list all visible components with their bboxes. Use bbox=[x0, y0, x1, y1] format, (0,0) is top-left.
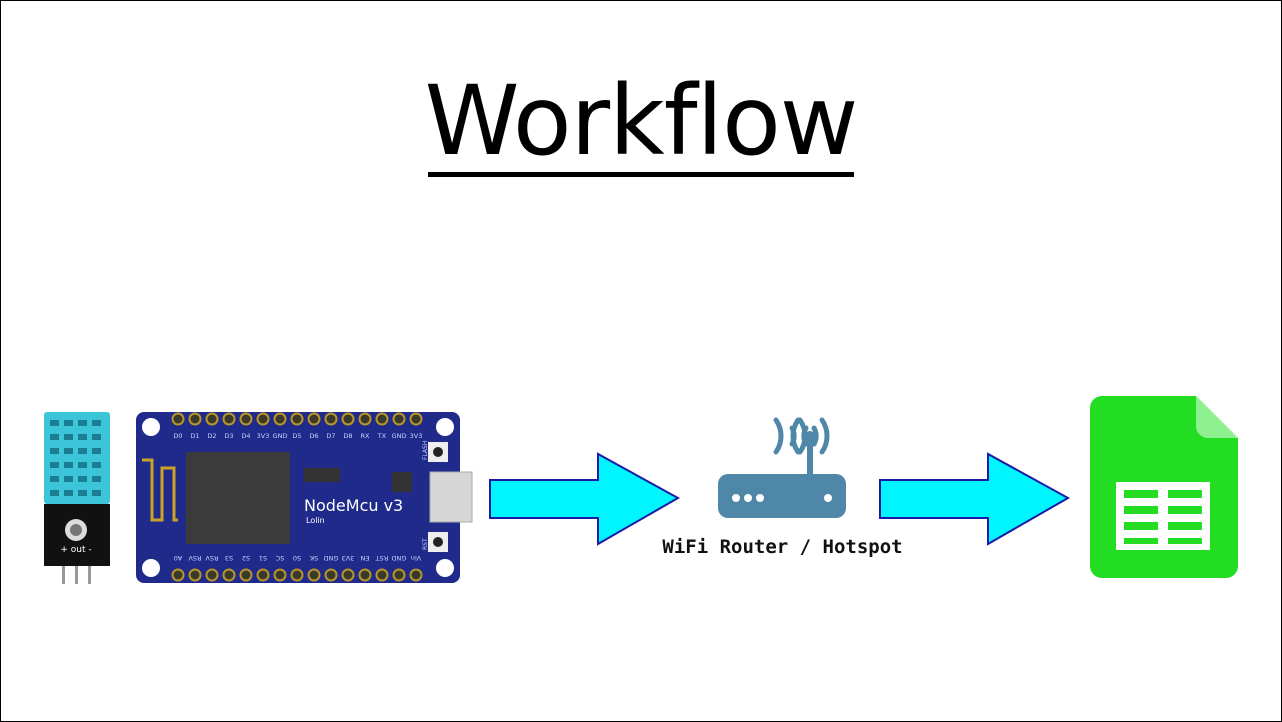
pin-label: D6 bbox=[309, 432, 318, 440]
header-pin bbox=[239, 568, 253, 582]
page-title: Workflow bbox=[424, 65, 859, 177]
pin-label: S2 bbox=[242, 554, 250, 562]
arrow-router-to-sheets bbox=[879, 452, 1071, 546]
header-pin bbox=[392, 412, 406, 426]
header-pin bbox=[409, 568, 423, 582]
pin-label: D7 bbox=[326, 432, 335, 440]
dht11-sensor-icon: + out - bbox=[44, 412, 110, 584]
arrow-mcu-to-router bbox=[489, 452, 681, 546]
pin-label: GND bbox=[392, 554, 407, 562]
header-pin bbox=[341, 412, 355, 426]
pin-label: S3 bbox=[225, 554, 233, 562]
header-pin bbox=[341, 568, 355, 582]
header-pin bbox=[324, 412, 338, 426]
header-pin bbox=[188, 412, 202, 426]
pin-label: RSV bbox=[188, 554, 202, 562]
header-pin bbox=[290, 568, 304, 582]
header-pin bbox=[375, 568, 389, 582]
flash-label: FLASH bbox=[422, 441, 429, 460]
header-pin bbox=[256, 568, 270, 582]
header-pin bbox=[171, 568, 185, 582]
pin-label: EN bbox=[360, 554, 369, 562]
sensor-pin-labels: + out - bbox=[60, 545, 91, 555]
header-pin bbox=[205, 568, 219, 582]
board-subname: Lolin bbox=[306, 516, 325, 525]
pin-label: 3V3 bbox=[257, 432, 270, 440]
header-pin bbox=[409, 412, 423, 426]
title-underline bbox=[428, 172, 854, 177]
header-pin bbox=[273, 412, 287, 426]
header-pin bbox=[324, 568, 338, 582]
pin-label: GND bbox=[324, 554, 339, 562]
header-pin bbox=[222, 412, 236, 426]
board-name: NodeMcu v3 bbox=[304, 496, 403, 515]
pin-label: SC bbox=[275, 554, 284, 562]
pin-label: A0 bbox=[174, 554, 183, 562]
pin-label: SK bbox=[309, 554, 318, 562]
spreadsheet-icon bbox=[1090, 396, 1238, 578]
pin-label: D1 bbox=[190, 432, 199, 440]
header-pin bbox=[307, 568, 321, 582]
header-pin bbox=[358, 568, 372, 582]
pin-label: TX bbox=[377, 432, 387, 440]
router-label: WiFi Router / Hotspot bbox=[662, 536, 903, 558]
pin-label: 3V3 bbox=[342, 554, 355, 562]
header-pin bbox=[171, 412, 185, 426]
pin-label: D5 bbox=[292, 432, 301, 440]
pin-label: D3 bbox=[224, 432, 233, 440]
header-pin bbox=[375, 412, 389, 426]
header-pin bbox=[222, 568, 236, 582]
wifi-router-icon bbox=[718, 417, 846, 518]
header-pin bbox=[205, 412, 219, 426]
pin-label: S0 bbox=[293, 554, 301, 562]
header-pin bbox=[392, 568, 406, 582]
rst-label: RST bbox=[422, 538, 429, 550]
header-pin bbox=[358, 412, 372, 426]
pin-label: D2 bbox=[207, 432, 216, 440]
header-pin bbox=[290, 412, 304, 426]
pin-label: D0 bbox=[173, 432, 182, 440]
pin-label: 3V3 bbox=[410, 432, 423, 440]
pin-label: RSV bbox=[205, 554, 219, 562]
pin-label: D4 bbox=[241, 432, 250, 440]
pin-label: D8 bbox=[343, 432, 352, 440]
pin-label: GND bbox=[273, 432, 288, 440]
header-pin bbox=[239, 412, 253, 426]
header-pin bbox=[256, 412, 270, 426]
pin-label: GND bbox=[392, 432, 407, 440]
header-pin bbox=[188, 568, 202, 582]
header-pin bbox=[307, 412, 321, 426]
pin-label: RX bbox=[361, 432, 371, 440]
header-pin bbox=[273, 568, 287, 582]
pin-label: Vin bbox=[411, 554, 421, 562]
pin-label: S1 bbox=[259, 554, 267, 562]
pin-label: RST bbox=[376, 554, 389, 562]
